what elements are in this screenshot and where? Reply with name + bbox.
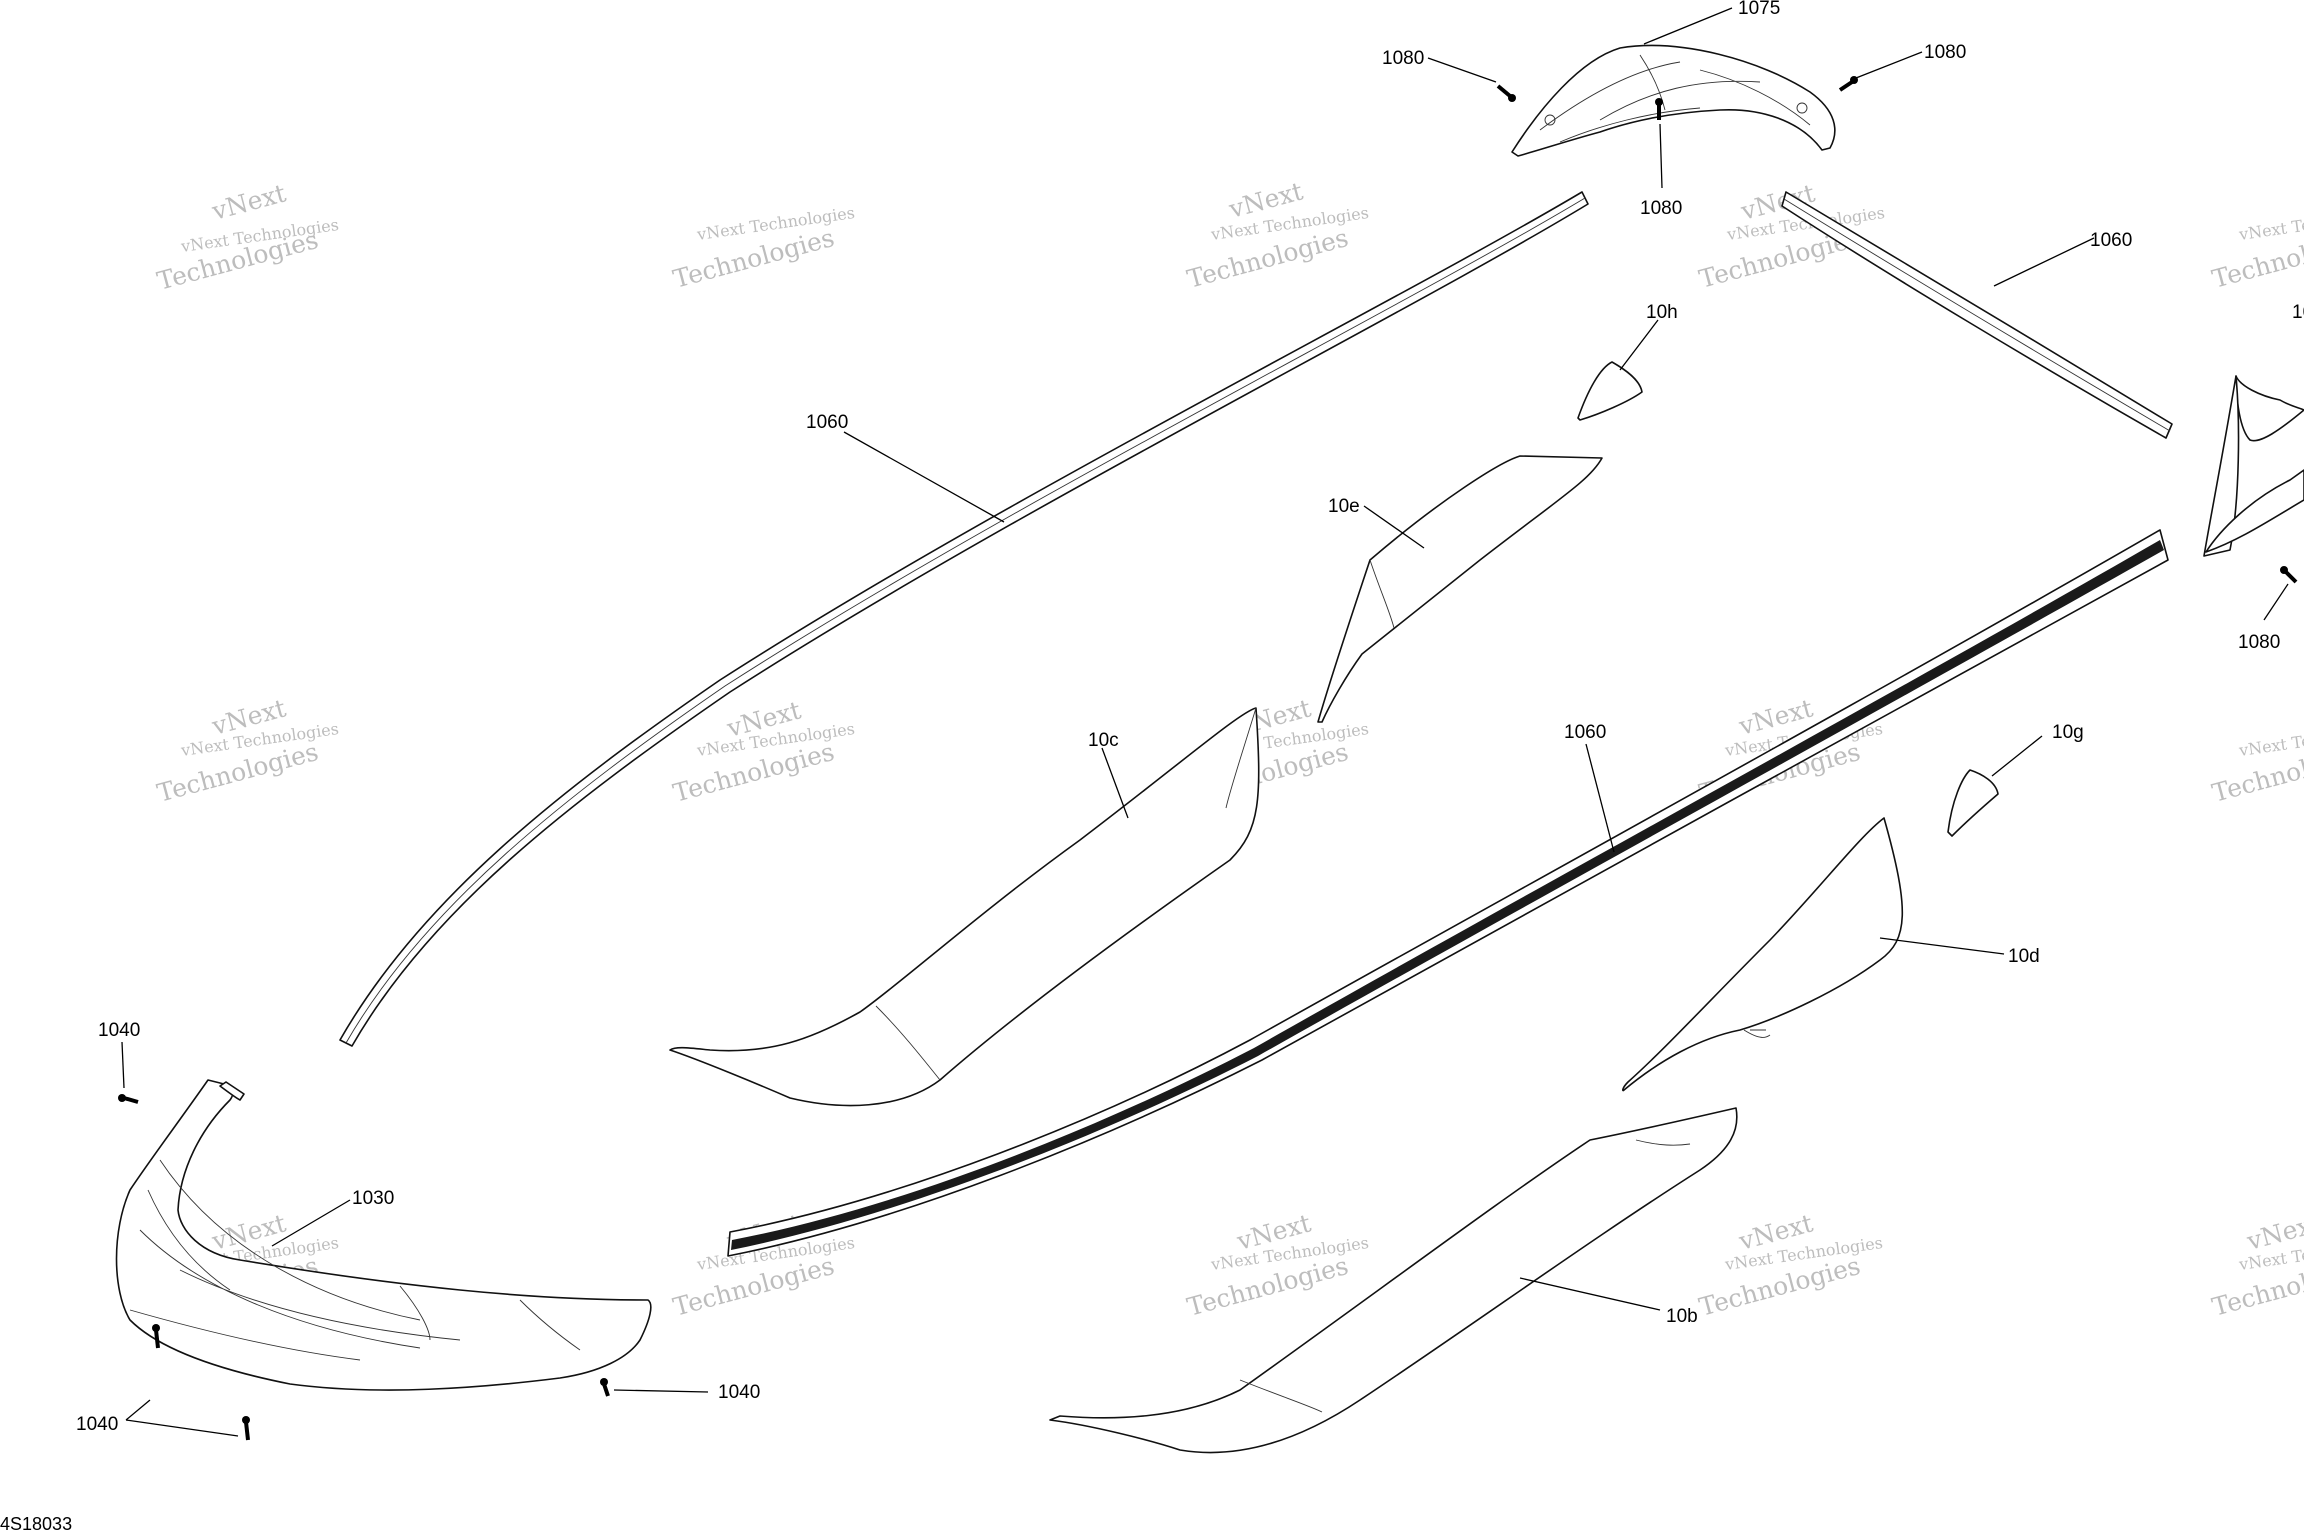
callout-1060-center: 1060	[1564, 722, 1606, 743]
callout-1040-right: 1040	[718, 1382, 760, 1403]
screw-1080-right	[2280, 566, 2298, 584]
callout-1030: 1030	[352, 1188, 394, 1209]
screw-1040-right	[600, 1378, 610, 1397]
part-10g-pad	[1947, 769, 1999, 837]
callout-1080-top-center: 1080	[1640, 198, 1682, 219]
part-10c-mat	[669, 707, 1260, 1107]
screw-1080-top-center	[1655, 98, 1663, 120]
watermark-line: vNext Technologies	[2237, 203, 2304, 244]
drawing-code: 34S18033	[0, 1514, 72, 1534]
callout-10b: 10b	[1666, 1306, 1698, 1327]
part-1060-left-rail	[339, 191, 1589, 1047]
callout-10c: 10c	[1088, 730, 1119, 751]
part-1030-front-cap	[115, 1079, 652, 1391]
watermark-mark: vNext	[208, 178, 289, 226]
part-10b-mat	[1049, 1107, 1738, 1454]
part-1060-right-top-rail	[1781, 191, 2173, 439]
part-10e-mat	[1317, 455, 1603, 723]
callout-1075: 1075	[1738, 0, 1780, 19]
part-10d-mat	[1622, 817, 1904, 1092]
screw-1040-bottom-left	[152, 1324, 160, 1349]
callout-1040-bottom: 1040	[76, 1414, 118, 1435]
screw-1040-bottom-right	[242, 1416, 250, 1441]
callout-1080-right: 1080	[2238, 632, 2280, 653]
part-10h-pad	[1577, 361, 1643, 421]
callout-10h: 10h	[1646, 302, 1678, 323]
callout-1080-top-left: 1080	[1382, 48, 1424, 69]
part-1060-center-rail	[727, 529, 2169, 1257]
part-1075-rear-cap	[1511, 44, 1836, 157]
watermark-line: vNext Technologies	[2237, 719, 2304, 760]
part-right-partial	[2203, 375, 2304, 557]
callout-10g: 10g	[2052, 722, 2084, 743]
callout-10e: 10e	[1328, 496, 1360, 517]
leader-lines	[121, 7, 2289, 1437]
callout-1080-top-right: 1080	[1924, 42, 1966, 63]
callout-1060-right-top: 1060	[2090, 230, 2132, 251]
screw-1080-top-right	[1838, 76, 1858, 92]
screw-1080-top-left	[1496, 84, 1516, 102]
screw-1040-top	[118, 1094, 139, 1104]
callout-labels: 1075 1080 1080 1080 1060 10h 1060 10e 10…	[76, 0, 2304, 1435]
callout-partial-right: 10	[2292, 302, 2304, 323]
callout-10d: 10d	[2008, 946, 2040, 967]
callout-1040-top: 1040	[98, 1020, 140, 1041]
callout-1060-left: 1060	[806, 412, 848, 433]
